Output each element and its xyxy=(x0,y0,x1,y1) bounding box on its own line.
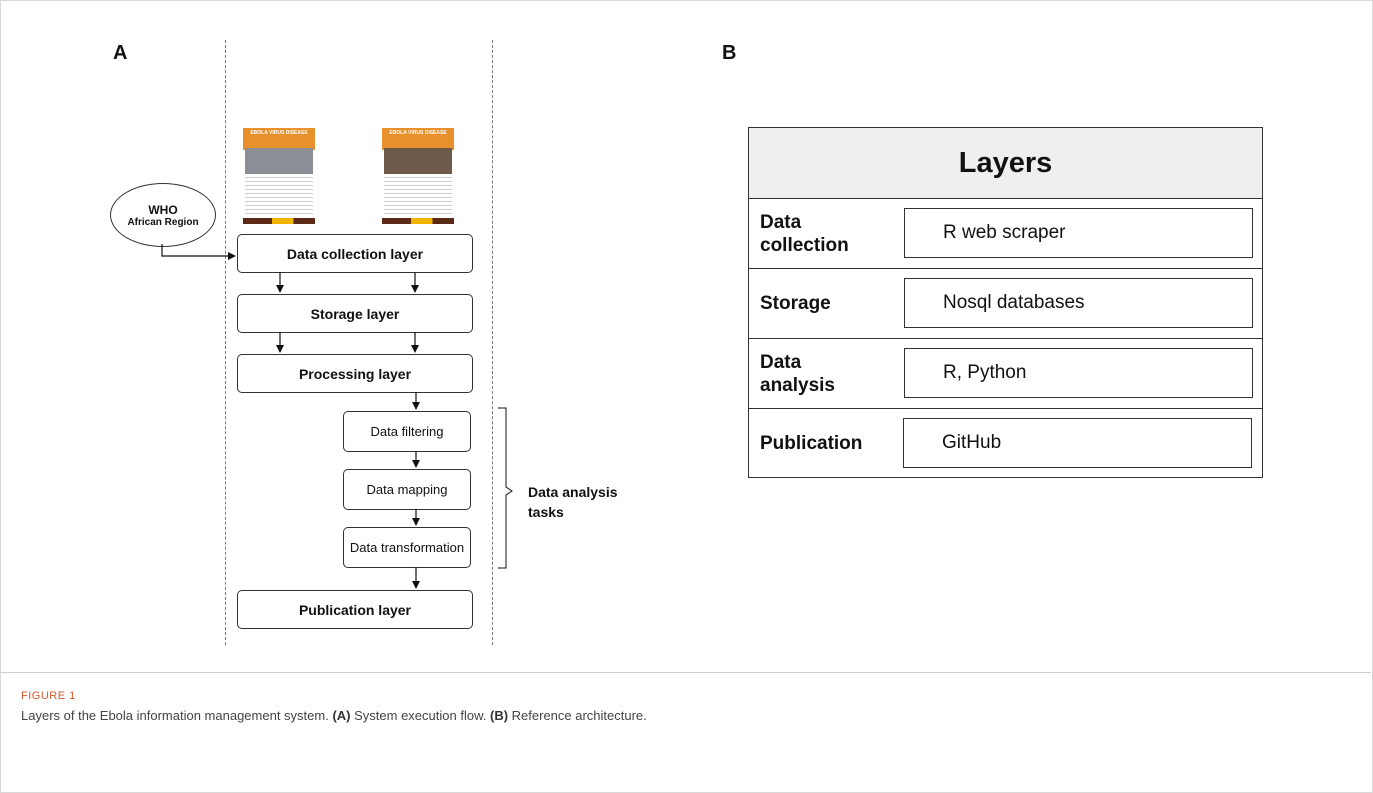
table-row: Data analysis R, Python xyxy=(749,339,1262,409)
panel-label-b: B xyxy=(722,42,737,64)
caption-divider xyxy=(0,672,1371,673)
table-row: Publication GitHub xyxy=(749,409,1262,478)
data-collection-layer-box: Data collection layer xyxy=(237,234,473,273)
table-row: Data collection R web scraper xyxy=(749,199,1262,269)
row-layer-label: Storage xyxy=(760,293,831,314)
analysis-tasks-brace xyxy=(498,407,513,569)
row-layer-label: Publication xyxy=(760,433,863,454)
data-transformation-box: Data transformation xyxy=(343,527,471,568)
report-photo xyxy=(245,148,313,174)
row-layer-label: Data analysis xyxy=(760,351,835,396)
table-row: Storage Nosql databases xyxy=(749,269,1262,339)
data-mapping-box: Data mapping xyxy=(343,469,471,510)
publication-layer-box: Publication layer xyxy=(237,590,473,629)
row-tool-value: GitHub xyxy=(903,418,1252,468)
situation-report-thumbnail: EBOLA VIRUS DISEASE xyxy=(382,114,454,224)
storage-layer-box: Storage layer xyxy=(237,294,473,333)
data-filtering-box: Data filtering xyxy=(343,411,471,452)
situation-report-thumbnail: EBOLA VIRUS DISEASE xyxy=(243,114,315,224)
panel-a-right-boundary xyxy=(492,40,493,645)
source-name: WHO xyxy=(148,202,178,217)
report-photo xyxy=(384,148,452,174)
reference-architecture-table: Layers Data collection R web scraper Sto… xyxy=(748,127,1263,478)
row-layer-label: Data collection xyxy=(760,211,849,256)
figure-caption: Layers of the Ebola information manageme… xyxy=(21,708,647,723)
row-tool-value: R, Python xyxy=(904,348,1253,398)
row-tool-value: R web scraper xyxy=(904,208,1253,258)
processing-layer-box: Processing layer xyxy=(237,354,473,393)
source-region: African Region xyxy=(127,216,199,228)
caption-tag-b: (B) xyxy=(489,708,509,723)
panel-label-a: A xyxy=(113,42,128,64)
table-title: Layers xyxy=(749,128,1262,199)
who-african-region-node: WHO African Region xyxy=(110,183,216,247)
caption-tag-a: (A) xyxy=(332,708,351,723)
panel-a-left-boundary xyxy=(225,40,226,645)
data-analysis-tasks-label: Data analysis tasks xyxy=(528,484,618,520)
who-to-collection-arrow xyxy=(161,244,236,260)
figure-number: FIGURE 1 xyxy=(21,690,76,702)
row-tool-value: Nosql databases xyxy=(904,278,1253,328)
